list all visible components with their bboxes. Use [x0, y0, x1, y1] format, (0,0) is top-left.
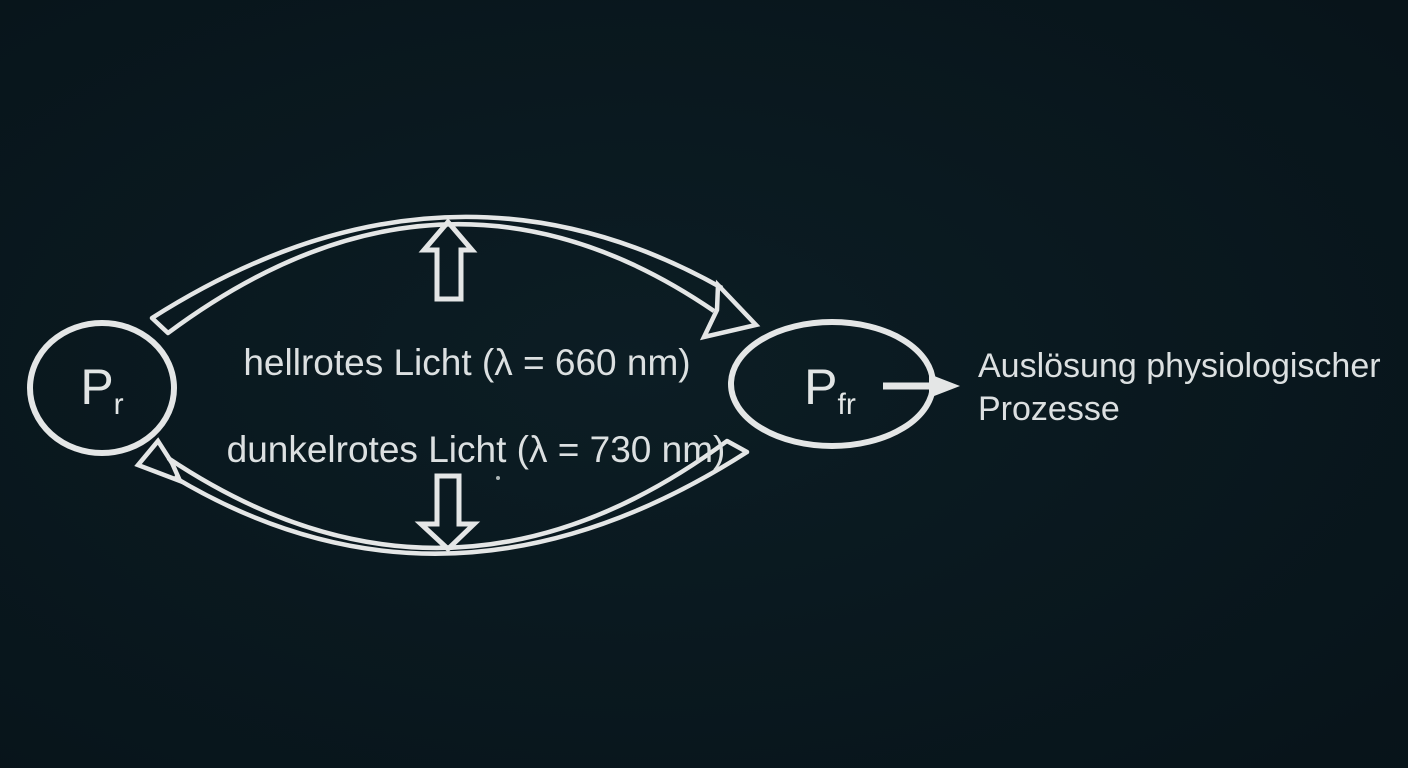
up-arrow-icon — [418, 218, 478, 302]
node-pfr-subscript: fr — [838, 388, 856, 421]
down-arrow-icon — [414, 473, 481, 553]
cycle-bottom-arrowhead-icon — [134, 437, 185, 486]
output-text: Auslösung physiologischer Prozesse — [978, 347, 1381, 428]
cycle-bottom-arrow-icon — [134, 437, 750, 556]
output-arrow-icon — [883, 374, 960, 398]
cycle-top-arrow-body — [149, 214, 724, 336]
node-pr-circle — [27, 320, 177, 456]
output-text-line2: Prozesse — [978, 390, 1120, 428]
node-pr-subscript: r — [114, 388, 124, 421]
cycle-bottom-arrow-body — [166, 438, 750, 556]
output-arrowhead-icon — [929, 374, 960, 398]
cycle-top-arrowhead-icon — [699, 279, 761, 341]
node-pfr-main: P — [804, 359, 837, 415]
cycle-top-arrow-icon — [149, 214, 761, 341]
reverse-edge-label: dunkelrotes Licht (λ = 730 nm) — [227, 429, 726, 470]
node-pr-main: P — [80, 359, 113, 415]
output-text-line1: Auslösung physiologischer — [978, 347, 1381, 385]
node-pr: Pr — [27, 320, 177, 456]
forward-edge-label: hellrotes Licht (λ = 660 nm) — [243, 342, 690, 383]
stray-dot — [496, 476, 500, 480]
node-pr-label: Pr — [80, 359, 123, 421]
node-pfr-label: Pfr — [804, 359, 856, 421]
